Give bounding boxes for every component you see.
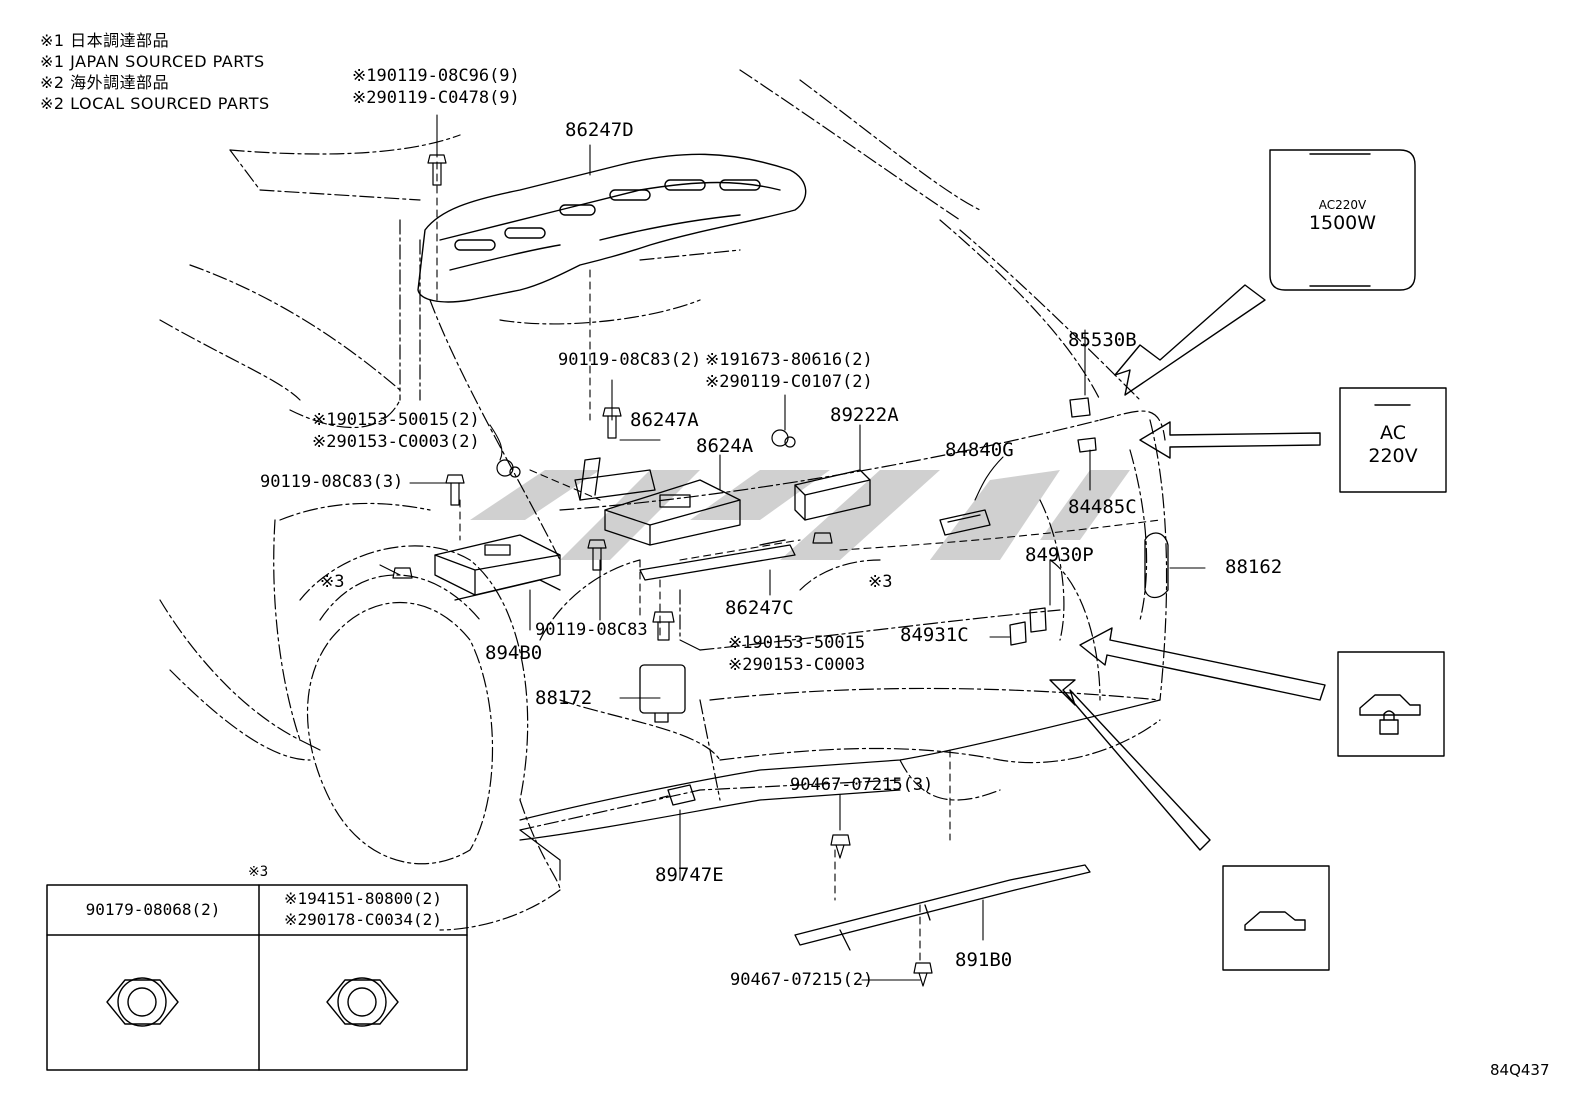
sensor-88172: [639, 664, 686, 723]
fasteners: [392, 154, 933, 987]
bracket-86247C: [639, 539, 796, 581]
table-title: ※3: [248, 864, 269, 880]
note-local-sourced-en: ※2 LOCAL SOURCED PARTS: [40, 94, 270, 113]
note-local-sourced-jp: ※2 海外調達部品: [40, 73, 170, 92]
clip-icon: [913, 962, 933, 987]
label-nut-b-2: ※290153-C0003(2): [312, 432, 480, 452]
label-894B0: 894B0: [485, 642, 543, 664]
lock-vehicle-icon: [1337, 651, 1445, 757]
label-bolt-center: 90119-08C83: [535, 620, 648, 640]
label-86247A: 86247A: [630, 409, 699, 431]
clip-icon: [830, 834, 851, 859]
switch-84931C: [1009, 621, 1027, 646]
bracket-891B0: [794, 864, 1091, 951]
pointer-arrows: [1049, 284, 1326, 851]
label-bolt-top-2: ※290119-C0478(9): [352, 88, 520, 108]
label-89222A: 89222A: [830, 404, 899, 426]
vehicle-icon: [1222, 865, 1330, 971]
switch-84840G: [939, 509, 991, 536]
label-84930P: 84930P: [1025, 544, 1094, 566]
nut-icon: [652, 611, 675, 641]
ecu-89222A: [794, 469, 871, 521]
heat-shield-86247D: [417, 153, 807, 303]
label-89747E: 89747E: [655, 864, 724, 886]
note-japan-sourced-jp: ※1 日本調達部品: [40, 31, 170, 50]
watermark: [470, 470, 1130, 560]
ac-switch-text-2: 220V: [1368, 445, 1418, 467]
label-bolt-mid-a: 90119-08C83(2): [558, 350, 702, 370]
label-nut-a-2: ※290119-C0107(2): [705, 372, 873, 392]
label-clip-bottom: 90467-07215(2): [730, 970, 874, 990]
antenna-88162: [1144, 532, 1169, 599]
ac-switch-icon: [1339, 387, 1447, 493]
table-col1-head: 90179-08068(2): [85, 900, 221, 919]
label-88162: 88162: [1225, 556, 1283, 578]
sensor-89747E: [659, 784, 696, 806]
label-84840G: 84840G: [945, 439, 1014, 461]
nut-icon: [771, 429, 796, 448]
table-col2-head-1: ※194151-80800(2): [284, 889, 442, 908]
label-nut-b-1: ※190153-50015(2): [312, 410, 480, 430]
label-86247D: 86247D: [565, 119, 634, 141]
clip-icon: [812, 532, 833, 544]
table-col2-head-2: ※290178-C0034(2): [284, 910, 442, 929]
bolt-icon: [602, 407, 622, 439]
bolt-icon: [427, 154, 447, 186]
label-86247C: 86247C: [725, 597, 794, 619]
label-clip-top: 90467-07215(3): [790, 775, 934, 795]
label-nut-c-1: ※190153-50015: [728, 633, 866, 653]
nut-icon: [106, 977, 179, 1027]
diagram-code: 84Q437: [1490, 1061, 1550, 1079]
outlet-cover-text-2: 1500W: [1308, 212, 1377, 234]
switch-84930P: [1029, 607, 1047, 633]
label-nut-c-2: ※290153-C0003: [728, 655, 866, 675]
bolt-icon: [445, 474, 465, 506]
note-japan-sourced-en: ※1 JAPAN SOURCED PARTS: [40, 52, 265, 71]
label-88172: 88172: [535, 687, 593, 709]
ac-switch-text-1: AC: [1380, 422, 1406, 444]
label-nut-a-1: ※191673-80616(2): [705, 350, 873, 370]
label-bolt-top-1: ※190119-08C96(9): [352, 66, 520, 86]
label-84931C: 84931C: [900, 624, 969, 646]
label-85530B: 85530B: [1068, 329, 1137, 351]
label-ref3-right: ※3: [868, 572, 893, 592]
rear-bumper: [299, 699, 1161, 881]
nut-icon: [496, 459, 521, 478]
fastener-table: [46, 884, 468, 1071]
outlet-cover-text-1: AC220V: [1318, 198, 1367, 212]
clip-icon: [392, 567, 413, 579]
bracket-86247A: [574, 457, 656, 501]
inverter-8624A: [604, 479, 741, 546]
nut-icon: [326, 977, 399, 1027]
label-84485C: 84485C: [1068, 496, 1137, 518]
outlet-cover-icon: [1269, 149, 1416, 291]
bolt-icon: [587, 539, 607, 571]
connector-84485C: [1077, 437, 1097, 453]
connector-85530B: [1069, 397, 1091, 418]
label-891B0: 891B0: [955, 949, 1013, 971]
label-8624A: 8624A: [696, 435, 754, 457]
module-894B0: [434, 534, 561, 601]
label-bolt-left: 90119-08C83(3): [260, 472, 404, 492]
label-ref3-left: ※3: [320, 572, 345, 592]
